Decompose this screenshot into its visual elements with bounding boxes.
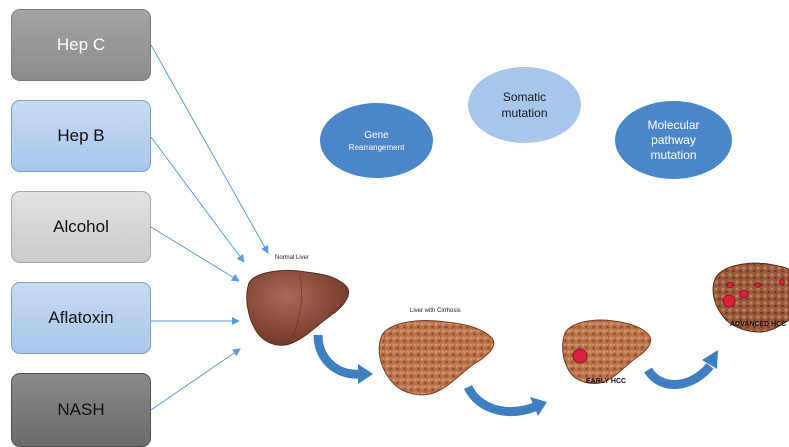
advanced-hcc-label: ADVANCED HCC: [730, 321, 786, 328]
connector-nash: [151, 349, 240, 410]
connector-alcohol: [151, 227, 239, 281]
cirrhotic-liver-image: [379, 321, 494, 395]
curved-arrow-2: [468, 387, 547, 416]
connector-hep-c: [151, 45, 268, 253]
cirrhosis-label: Liver with Cirrhosis: [410, 308, 461, 314]
curved-arrow-1: [318, 335, 373, 384]
tumor-nodule-icon: [756, 283, 761, 288]
tumor-nodule-icon: [723, 295, 735, 307]
tumor-nodule-icon: [740, 290, 748, 298]
tumor-nodule-icon: [573, 349, 587, 363]
curved-arrow-3: [648, 350, 718, 385]
tumor-nodule-icon: [780, 280, 785, 285]
normal-liver-label: Normal Liver: [275, 255, 309, 261]
normal-liver-image: [247, 270, 349, 345]
tumor-nodule-icon: [727, 282, 733, 288]
connector-hep-b: [151, 137, 244, 262]
early-hcc-label: EARLY HCC: [586, 378, 626, 385]
early-hcc-liver-image: [563, 320, 651, 383]
